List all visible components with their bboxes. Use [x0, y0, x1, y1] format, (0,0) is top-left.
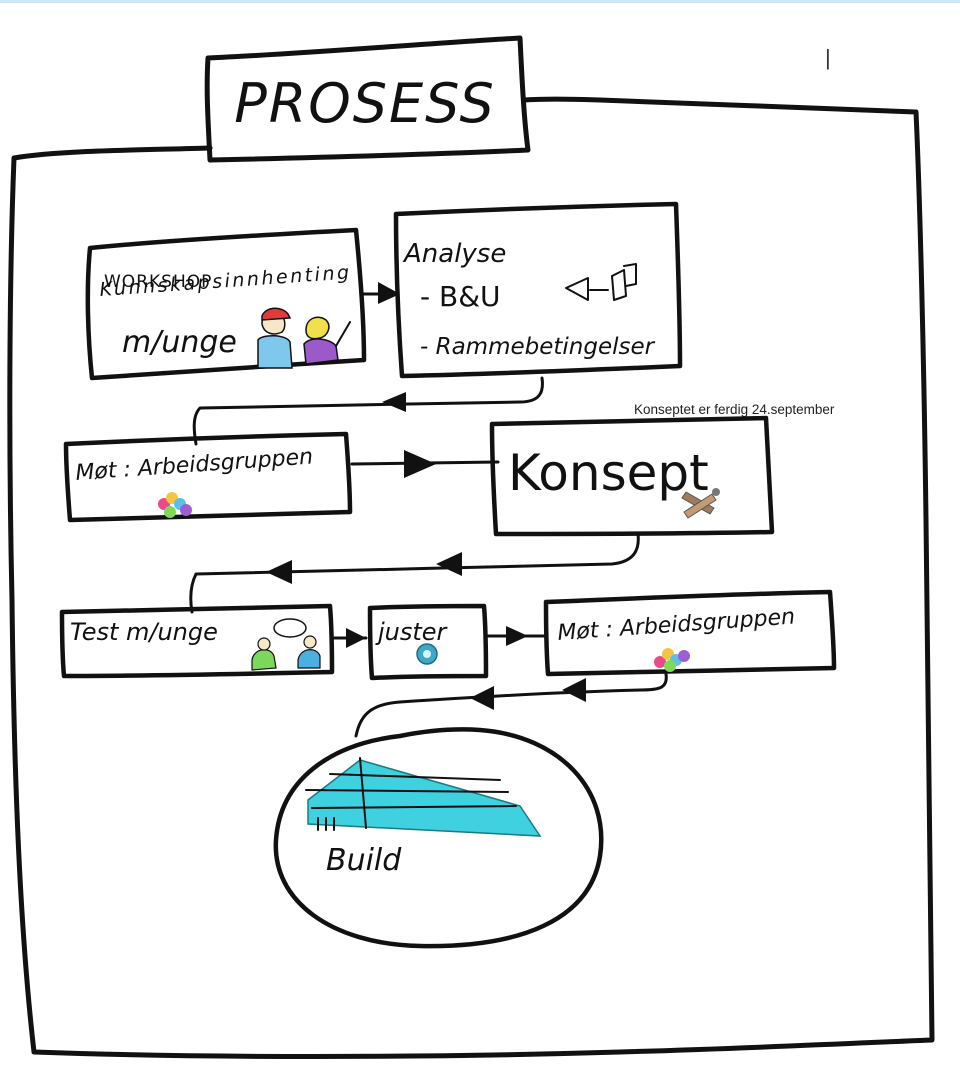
group-icon-2	[654, 648, 690, 672]
megaphone-icon	[565, 263, 637, 301]
outer-frame	[7, 96, 935, 1059]
adjust-icon	[416, 643, 438, 665]
build-label: Build	[326, 843, 402, 878]
building-icon	[305, 757, 542, 837]
mote2-label: Møt : Arbeidsgruppen	[557, 604, 796, 646]
workshop-line1: WORKSHOP	[104, 272, 212, 292]
workshop-node: WORKSHOP Kunnskapsinnhenting m/unge	[85, 227, 367, 381]
juster-label: juster	[375, 618, 449, 646]
page-title: PROSESS	[234, 72, 496, 135]
group-icon	[158, 492, 192, 518]
arrow-workshop-analyse	[360, 282, 400, 304]
people-icon	[257, 307, 351, 369]
analyse-item-bu: - B&U	[420, 280, 501, 313]
arrow-konsept-test	[189, 532, 640, 614]
conversation-icon	[251, 618, 321, 671]
title-box: PROSESS	[204, 35, 531, 163]
cursor-mark: |	[825, 45, 831, 70]
arrow-mote1-konsept	[350, 450, 500, 478]
juster-node: juster	[367, 603, 489, 681]
konsept-label: Konsept	[508, 444, 709, 502]
tools-icon	[681, 488, 720, 519]
top-border-strip	[0, 0, 960, 3]
analyse-node: Analyse - B&U - Rammebetingelser	[393, 201, 683, 379]
analyse-item-rammebetingelser: - Rammebetingelser	[420, 334, 656, 360]
arrow-juster-mote2	[484, 626, 546, 646]
test-label: Test m/unge	[70, 618, 218, 646]
mote1-node: Møt : Arbeidsgruppen	[63, 431, 353, 523]
mote1-label: Møt : Arbeidsgruppen	[75, 444, 314, 486]
workshop-line2: Kunnskapsinnhenting	[99, 262, 350, 301]
mote2-node: Møt : Arbeidsgruppen	[543, 589, 837, 677]
konsept-node: Konsept	[489, 415, 775, 537]
test-node: Test m/unge	[59, 603, 335, 679]
workshop-line3: m/unge	[122, 325, 237, 360]
arrow-mote2-build	[354, 672, 668, 738]
arrow-test-juster	[330, 628, 368, 648]
build-node: Build	[273, 727, 604, 949]
arrow-analyse-mote1	[192, 376, 544, 446]
konsept-deadline-note: Konseptet er ferdig 24.september	[634, 402, 835, 417]
analyse-title: Analyse	[402, 239, 506, 269]
